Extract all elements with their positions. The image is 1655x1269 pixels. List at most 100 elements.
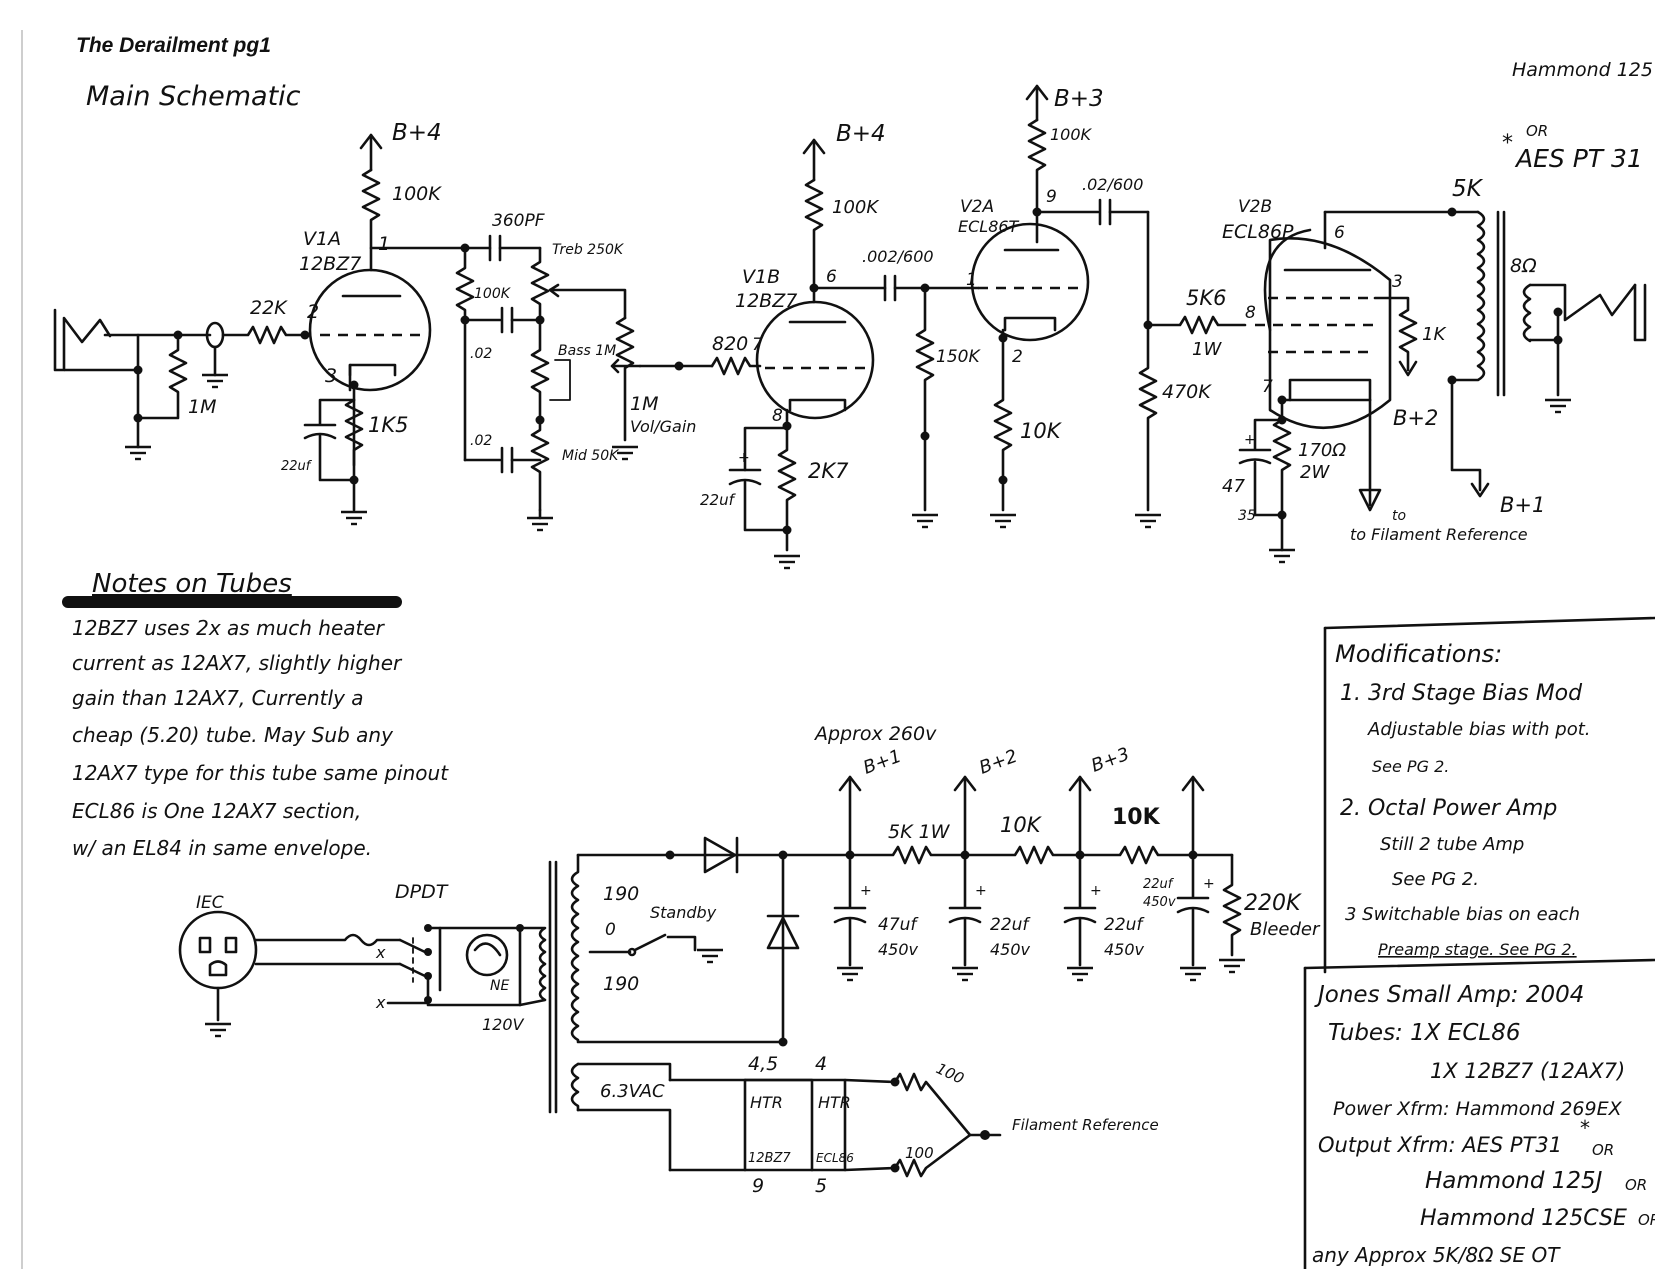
notes-heading-bar xyxy=(62,596,402,608)
rail-b3-supply: B+3 xyxy=(1089,744,1133,777)
v2a-plate-resistor-label: 100K xyxy=(1050,125,1093,144)
notes-lines: 12BZ7 uses 2x as much heater current as … xyxy=(72,616,449,860)
mods-line-5: Still 2 tube Amp xyxy=(1380,834,1524,855)
info-or-2: OR xyxy=(1625,1176,1647,1194)
v2a-pin1: 1 xyxy=(966,270,977,290)
volume-pot-value: 1M xyxy=(630,393,658,415)
v2b-cap-plus: + xyxy=(1244,432,1256,448)
neon-voltage-label: 120V xyxy=(482,1015,525,1034)
v2b-pin7: 7 xyxy=(1262,377,1273,397)
v2a-type: ECL86T xyxy=(958,217,1020,236)
v1b-grid-stopper-label: 820 xyxy=(712,333,748,355)
filter-caps: + + + + xyxy=(833,853,1215,982)
v1a-type: 12BZ7 xyxy=(299,253,361,275)
neon-label: NE xyxy=(490,978,509,994)
tap-center: 0 xyxy=(605,920,616,940)
v2b-grid-stopper-watt: 1W xyxy=(1192,339,1222,360)
v2b-pin6: 6 xyxy=(1334,223,1345,243)
v2b-pin3: 3 xyxy=(1392,272,1403,292)
supply-c2-volt: 450v xyxy=(990,940,1031,959)
v2b-grid-stopper-label: 5K6 xyxy=(1186,286,1227,310)
svg-text:x: x xyxy=(375,993,386,1012)
transformer-note-star: * xyxy=(1502,131,1513,156)
tap-190-bottom: 190 xyxy=(603,973,639,995)
input-jack xyxy=(53,308,212,372)
supply-r2-label: 10K xyxy=(1000,813,1043,837)
htr2-label: HTR xyxy=(818,1093,851,1112)
supply-c2-label: 22uf xyxy=(990,915,1031,935)
info-or-1: OR xyxy=(1592,1141,1614,1159)
v1a-plate-resistor-label: 100K xyxy=(392,183,442,205)
v2b-pin8: 8 xyxy=(1245,303,1256,323)
info-line-5: Output Xfrm: AES PT31 xyxy=(1318,1133,1562,1157)
svg-text:+: + xyxy=(975,883,987,899)
v1b-coupling-cap-label: .002/600 xyxy=(862,247,934,266)
modifications-box: Modifications: 1. 3rd Stage Bias Mod Adj… xyxy=(1323,616,1655,974)
v2a-pin9: 9 xyxy=(1046,187,1057,207)
svg-text:+: + xyxy=(1090,883,1102,899)
rail-b4-left: B+4 xyxy=(392,120,442,146)
standby-label: Standby xyxy=(650,903,717,922)
heater-voltage-label: 6.3VAC xyxy=(600,1081,665,1102)
mods-line-6: See PG 2. xyxy=(1392,869,1479,890)
v2b-cathode-resistor-watt: 2W xyxy=(1300,462,1330,483)
info-line-2: Tubes: 1X ECL86 xyxy=(1328,1020,1520,1046)
supply-r1-label: 5K 1W xyxy=(888,821,951,843)
filament-note-1: to xyxy=(1392,508,1406,524)
v1b-pin6: 6 xyxy=(826,267,837,287)
v2b-name: V2B xyxy=(1238,197,1272,217)
v2a-pin2: 2 xyxy=(1012,347,1023,367)
info-line-3: 1X 12BZ7 (12AX7) xyxy=(1430,1059,1625,1083)
mods-line-7: 3 Switchable bias on each xyxy=(1345,904,1580,925)
filament-note: to Filament Reference xyxy=(1350,525,1528,544)
svg-text:+: + xyxy=(1203,876,1215,892)
v2a-name: V2A xyxy=(960,197,994,217)
output-transformer xyxy=(1450,210,1532,397)
v2b-type: ECL86P xyxy=(1222,221,1294,243)
v1b-tube xyxy=(755,300,875,420)
v2a-cathode-resistor-label: 10K xyxy=(1020,419,1063,443)
v1b-grid-leak-label: 150K xyxy=(936,347,981,367)
htr2-pin-b: 5 xyxy=(815,1175,827,1197)
v1b-plate-resistor-label: 100K xyxy=(832,197,879,218)
info-or-3: OR xyxy=(1638,1211,1655,1229)
v1a-pin1: 1 xyxy=(378,233,390,255)
info-line-1: Jones Small Amp: 2004 xyxy=(1314,982,1584,1008)
info-line-7: Hammond 125CSE xyxy=(1420,1206,1627,1231)
v2b-cathode-cap-volt: 35 xyxy=(1238,508,1256,524)
info-star: * xyxy=(1580,1116,1590,1140)
notes-heading: Notes on Tubes xyxy=(92,569,292,599)
mods-line-2: Adjustable bias with pot. xyxy=(1367,719,1591,740)
rail-b1-power: B+1 xyxy=(1500,493,1545,517)
transformer-note-line2: AES PT 31 xyxy=(1514,144,1643,173)
svg-text:x: x xyxy=(375,943,386,962)
mid-cap-label: .02 xyxy=(470,433,492,449)
mods-line-8: Preamp stage. See PG 2. xyxy=(1378,940,1577,959)
approx-voltage-label: Approx 260v xyxy=(813,723,937,745)
volume-pot-label: Vol/Gain xyxy=(630,417,696,436)
notes-line-3: gain than 12AX7, Currently a xyxy=(72,686,364,710)
bleeder-resistor-label: 220K xyxy=(1244,891,1302,916)
notes-line-7: w/ an EL84 in same envelope. xyxy=(72,836,372,860)
v1b-pin7: 7 xyxy=(752,335,763,355)
screen-resistor-label: 1K xyxy=(1422,324,1446,345)
v1a-cathode-resistor-label: 1K5 xyxy=(368,413,409,437)
v1a-cathode-cap-label: 22uf xyxy=(281,459,313,474)
notes-line-5: 12AX7 type for this tube same pinout xyxy=(72,761,449,785)
info-line-6: Hammond 125J xyxy=(1425,1168,1603,1194)
htr1-tube: 12BZ7 xyxy=(748,1151,791,1166)
supply-r3-label: 10K xyxy=(1112,805,1161,830)
supply-c1-label: 47uf xyxy=(878,915,919,935)
rail-b2-supply: B+2 xyxy=(977,746,1021,779)
v2a-coupling-cap-label: .02/600 xyxy=(1082,175,1143,194)
htr2-tube: ECL86 xyxy=(816,1151,854,1165)
rail-b2-power: B+2 xyxy=(1393,406,1438,430)
rail-b1-supply: B+1 xyxy=(861,746,905,779)
treble-pot-label: Treb 250K xyxy=(552,242,625,258)
dpdt-label: DPDT xyxy=(395,881,449,903)
supply-c3-volt: 450v xyxy=(1104,940,1145,959)
v2b-tube xyxy=(1255,228,1392,430)
info-line-4: Power Xfrm: Hammond 269EX xyxy=(1333,1098,1623,1120)
main-schematic-label: Main Schematic xyxy=(86,81,301,112)
